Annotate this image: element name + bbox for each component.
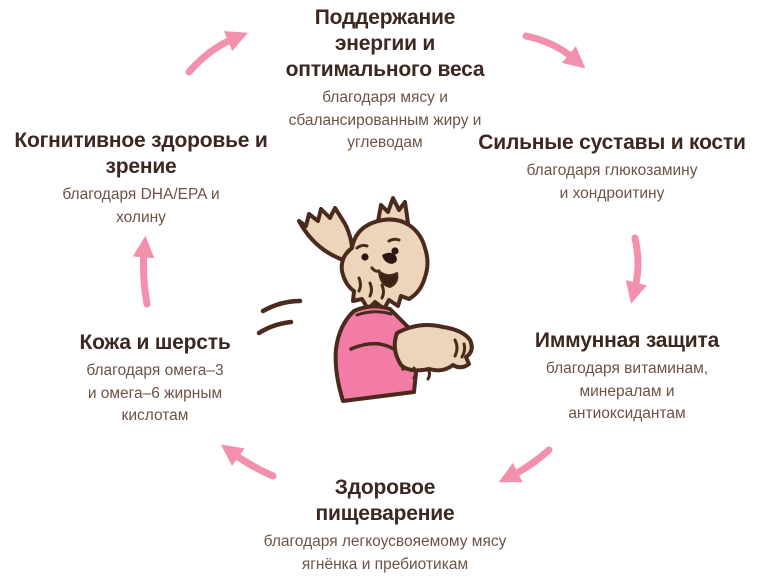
- cycle-arrow-skin-to-cognitive: [132, 235, 155, 308]
- benefit-skin-coat: Кожа и шерсть благодаря омега–3 и омега–…: [45, 330, 265, 427]
- cycle-arrow-joints-to-immunity: [625, 234, 647, 304]
- dog-nose: [382, 252, 397, 264]
- dog-right-ear: [375, 196, 410, 231]
- dog-illustration: [256, 196, 474, 403]
- benefit-immunity: Иммунная защита благодаря витаминам, мин…: [507, 328, 747, 425]
- benefit-skin-coat-subtitle: благодаря омега–3 и омега–6 жирным кисло…: [86, 362, 224, 424]
- dog-smile-line: [370, 266, 381, 273]
- dog-paw: [392, 323, 474, 373]
- dog-shirt-collar: [355, 310, 393, 317]
- cycle-arrow-immunity-to-digestion: [498, 446, 553, 483]
- dog-shirt: [333, 304, 420, 403]
- dog-chin-fluff: [357, 276, 362, 293]
- motion-line-icon: [260, 298, 303, 314]
- dog-paw-toe-line: [453, 338, 459, 358]
- benefit-digestion-title: Здоровое пищеварение: [315, 476, 455, 526]
- benefit-energy-subtitle: благодаря мясу и сбалансированным жиру и…: [288, 89, 482, 152]
- dog-brow: [355, 243, 369, 250]
- benefit-cognitive: Когнитивное здоровье и зрение благодаря …: [4, 128, 278, 229]
- dog-chin-fluff: [380, 283, 385, 300]
- benefit-joints-title: Сильные суставы и кости: [478, 131, 746, 154]
- dog-paw-toe-line: [460, 342, 467, 359]
- dog-paw-fluff: [412, 366, 417, 380]
- benefit-joints: Сильные суставы и кости благодаря глюкоз…: [467, 130, 757, 205]
- benefit-immunity-subtitle: благодаря витаминам, минералам и антиокс…: [545, 360, 709, 422]
- cycle-arrow-energy-to-joints: [522, 32, 586, 69]
- benefit-digestion: Здоровое пищеварение благодаря легкоусво…: [240, 475, 530, 576]
- benefit-immunity-title: Иммунная защита: [534, 329, 720, 352]
- benefit-cognitive-title: Когнитивное здоровье и зрение: [14, 129, 268, 179]
- benefit-skin-coat-title: Кожа и шерсть: [79, 331, 231, 354]
- dog-head: [339, 217, 430, 311]
- dog-brow: [387, 237, 401, 243]
- benefit-digestion-subtitle: благодаря легкоусвояемому мясу ягнёнка и…: [263, 533, 507, 573]
- benefit-cognitive-subtitle: благодаря DHA/EPA и холину: [62, 186, 220, 226]
- dog-mouth: [378, 270, 399, 288]
- dog-eye: [391, 247, 399, 255]
- dog-shirt-fold: [349, 342, 406, 371]
- cycle-arrow-cognitive-to-energy: [185, 31, 249, 76]
- dog-chin-fluff: [368, 281, 373, 298]
- benefit-joints-subtitle: благодаря глюкозамину и хондроитину: [526, 162, 698, 202]
- cycle-arrow-digestion-to-skin: [220, 444, 277, 480]
- dog-left-ear: [297, 206, 355, 264]
- benefit-energy: Поддержание энергии и оптимального веса …: [240, 5, 530, 155]
- dog-paw-fluff: [426, 367, 431, 381]
- dog-eye: [361, 253, 369, 261]
- benefit-energy-title: Поддержание энергии и оптимального веса: [285, 6, 485, 82]
